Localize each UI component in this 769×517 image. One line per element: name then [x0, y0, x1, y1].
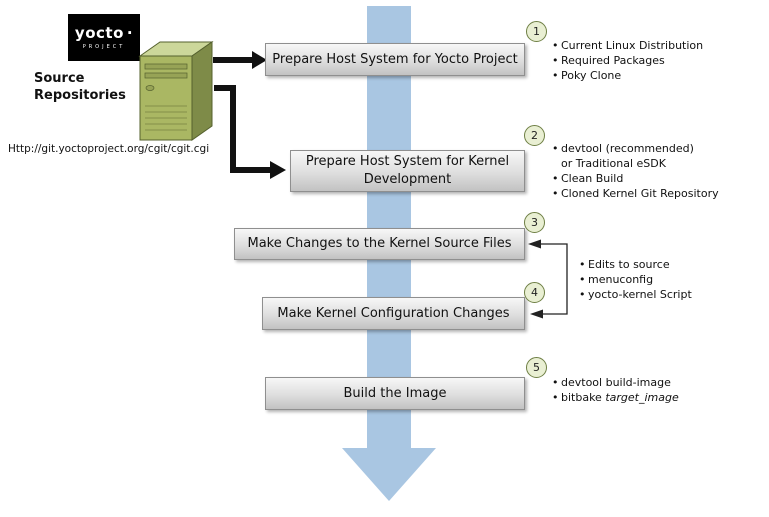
server-front-face	[139, 55, 193, 141]
step-2-number: 2	[524, 125, 545, 146]
step-5-box-label: Build the Image	[343, 385, 447, 401]
arrowhead-to-step3	[528, 239, 541, 249]
step-3-4-shared-bullets: Edits to source menuconfig yocto-kernel …	[577, 257, 692, 302]
source-repositories-label: Source Repositories	[34, 71, 126, 103]
source-repositories-url: Http://git.yoctoproject.org/cgit/cgit.cg…	[8, 143, 210, 155]
step-5-bullets: devtool build-image bitbake target_image	[550, 375, 679, 405]
step-5-number: 5	[526, 357, 547, 378]
step-1-box-label: Prepare Host System for Yocto Project	[272, 51, 518, 67]
step-4-number: 4	[524, 282, 545, 303]
step-1-bullets: Current Linux Distribution Required Pack…	[550, 38, 703, 83]
arrow-server-to-step2	[214, 85, 271, 173]
bullet-item: menuconfig	[577, 272, 692, 287]
server-side-face	[191, 41, 213, 141]
yocto-logo: yocto· PROJECT	[68, 14, 140, 61]
bullet-item: Edits to source	[577, 257, 692, 272]
server-drive-bay	[144, 72, 188, 79]
logo-brand-line: yocto·	[74, 23, 134, 42]
bullet-item: devtool (recommended) or Traditional eSD…	[550, 141, 700, 171]
step-5-box: Build the Image	[265, 377, 525, 410]
bracket-steps-3-4	[540, 243, 568, 315]
bullet-text: bitbake	[561, 391, 606, 404]
step-1-box: Prepare Host System for Yocto Project	[265, 43, 525, 76]
bullet-item: Clean Build	[550, 171, 719, 186]
bullet-item: Current Linux Distribution	[550, 38, 703, 53]
step-4-box-label: Make Kernel Configuration Changes	[277, 305, 510, 321]
bullet-item: yocto-kernel Script	[577, 287, 692, 302]
server-power-button	[145, 85, 155, 91]
step-2-box: Prepare Host System for Kernel Developme…	[290, 150, 525, 192]
arrowhead-to-step4	[530, 309, 543, 319]
bullet-item: bitbake target_image	[550, 390, 679, 405]
bullet-item: Cloned Kernel Git Repository	[550, 186, 719, 201]
step-2-box-label: Prepare Host System for Kernel Developme…	[305, 154, 510, 187]
logo-subtext: PROJECT	[82, 43, 126, 50]
bullet-italic-text: target_image	[605, 391, 679, 404]
bullet-item: Required Packages	[550, 53, 703, 68]
arrowhead-step2	[270, 161, 286, 179]
server-icon	[138, 41, 214, 141]
step-3-number: 3	[524, 212, 545, 233]
server-vents	[145, 105, 187, 131]
bullet-item: devtool build-image	[550, 375, 679, 390]
logo-text: yocto	[74, 23, 124, 42]
step-3-box: Make Changes to the Kernel Source Files	[234, 228, 525, 260]
step-3-box-label: Make Changes to the Kernel Source Files	[247, 236, 512, 252]
step-4-box: Make Kernel Configuration Changes	[262, 297, 525, 330]
logo-dot: ·	[126, 23, 134, 42]
step-2-bullets: devtool (recommended) or Traditional eSD…	[550, 141, 719, 201]
server-drive-bay	[144, 63, 188, 70]
bullet-item: Poky Clone	[550, 68, 703, 83]
step-1-number: 1	[526, 21, 547, 42]
